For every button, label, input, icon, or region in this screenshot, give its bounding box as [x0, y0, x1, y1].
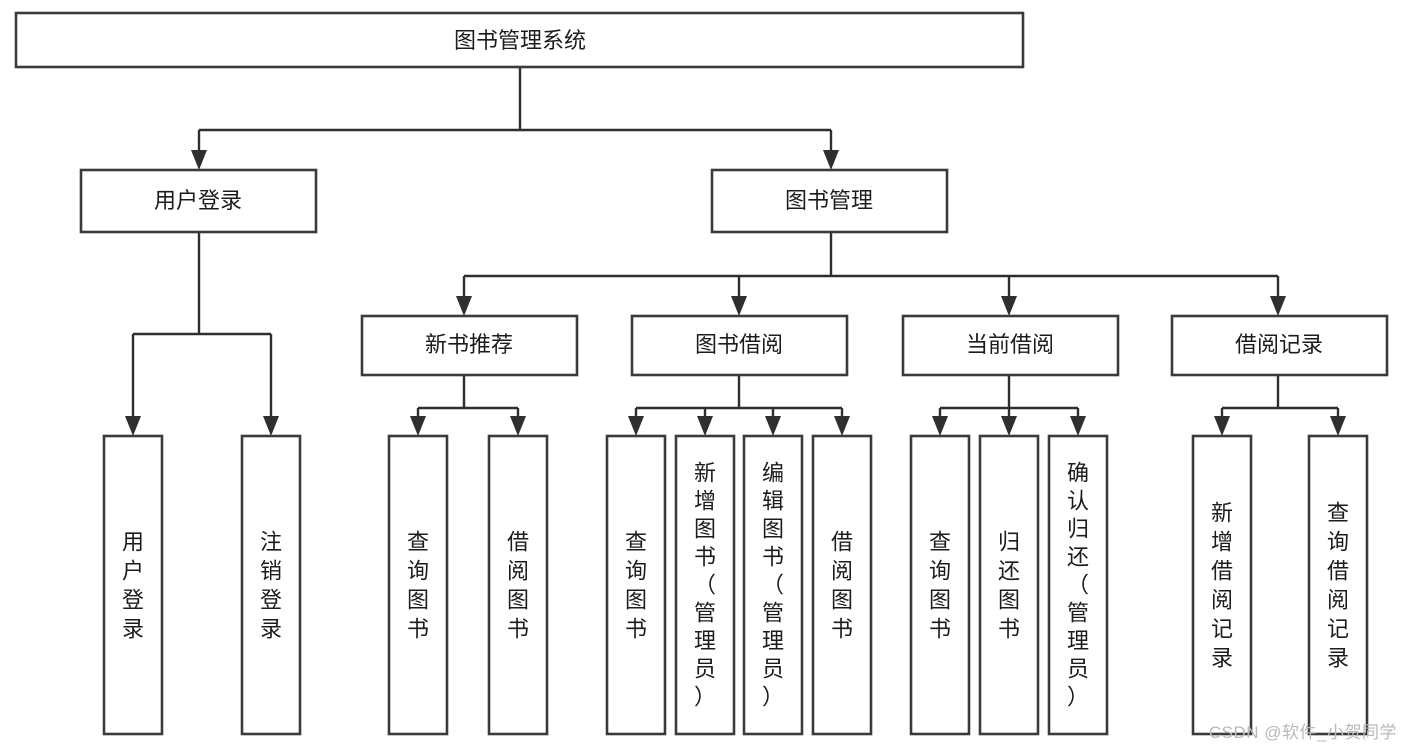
node-user-login[interactable]: 用户登录	[79, 168, 318, 234]
arrow-to-new-book	[456, 296, 472, 316]
leaf-new-book-query-label: 查询图书	[407, 529, 429, 641]
connector-group	[125, 67, 1346, 436]
leaf-user-login-logout-box[interactable]	[240, 434, 302, 736]
arrow-to-book-manage	[823, 150, 839, 170]
leaf-current-borrow-confirm-label: 确认归还（管理员）	[1067, 460, 1089, 709]
node-new-book-recommend-label: 新书推荐	[425, 332, 513, 357]
node-book-management-box[interactable]	[710, 168, 949, 234]
leaf-new-book-borrow[interactable]: 借阅图书	[487, 434, 549, 736]
node-user-login-box[interactable]	[79, 168, 318, 234]
node-root-box[interactable]	[14, 11, 1025, 69]
arrow-to-borrow-record	[1270, 296, 1286, 316]
csdn-watermark: CSDN @软件_小贺同学	[1208, 723, 1397, 742]
arrow-to-book-borrow	[731, 296, 747, 316]
leaf-user-login-login[interactable]: 用户登录	[102, 434, 164, 736]
node-current-borrow-box[interactable]	[901, 314, 1120, 377]
arrow-borrow-record-leaf-1	[1214, 416, 1230, 436]
leaf-current-borrow-confirm[interactable]: 确认归还（管理员）	[1047, 434, 1109, 736]
leaf-current-borrow-return-label: 归还图书	[998, 529, 1020, 641]
leaf-borrow-record-query-label: 查询借阅记录	[1327, 500, 1349, 670]
leaf-borrow-record-add-box[interactable]	[1191, 434, 1253, 736]
arrow-to-user-login	[191, 150, 207, 170]
leaf-book-borrow-borrow-box[interactable]	[811, 434, 873, 736]
leaf-book-borrow-add-box[interactable]	[674, 434, 736, 736]
node-current-borrow[interactable]: 当前借阅	[901, 314, 1120, 377]
arrow-borrow-record-leaf-2	[1330, 416, 1346, 436]
arrow-book-borrow-leaf-4	[834, 416, 850, 436]
leaf-book-borrow-edit[interactable]: 编辑图书（管理员）	[742, 434, 804, 736]
node-root-label: 图书管理系统	[454, 28, 586, 53]
node-book-borrow-label: 图书借阅	[695, 332, 783, 357]
leaf-user-login-login-label: 用户登录	[122, 529, 144, 641]
arrow-new-book-leaf-2	[510, 416, 526, 436]
node-book-borrow-box[interactable]	[630, 314, 849, 377]
node-book-borrow[interactable]: 图书借阅	[630, 314, 849, 377]
leaf-book-borrow-query-box[interactable]	[605, 434, 667, 736]
leaf-current-borrow-return-box[interactable]	[978, 434, 1040, 736]
arrow-to-current-borrow	[1001, 296, 1017, 316]
leaf-book-borrow-query[interactable]: 查询图书	[605, 434, 667, 736]
arrow-book-borrow-leaf-2	[697, 416, 713, 436]
node-user-login-label: 用户登录	[154, 188, 242, 213]
leaf-book-borrow-add[interactable]: 新增图书（管理员）	[674, 434, 736, 736]
arrow-user-login-leaf-1	[125, 416, 141, 436]
leaf-current-borrow-return[interactable]: 归还图书	[978, 434, 1040, 736]
leaf-book-borrow-borrow[interactable]: 借阅图书	[811, 434, 873, 736]
leaf-book-borrow-edit-label: 编辑图书（管理员）	[762, 460, 784, 709]
node-book-management-label: 图书管理	[785, 188, 873, 213]
node-current-borrow-label: 当前借阅	[966, 332, 1054, 357]
leaf-current-borrow-query-box[interactable]	[909, 434, 971, 736]
leaf-new-book-query[interactable]: 查询图书	[387, 434, 449, 736]
node-borrow-record-box[interactable]	[1170, 314, 1389, 377]
leaf-current-borrow-query[interactable]: 查询图书	[909, 434, 971, 736]
leaf-new-book-borrow-box[interactable]	[487, 434, 549, 736]
leaf-book-borrow-edit-box[interactable]	[742, 434, 804, 736]
leaf-borrow-record-query[interactable]: 查询借阅记录	[1307, 434, 1369, 736]
leaf-user-login-logout-label: 注销登录	[260, 529, 282, 641]
leaf-current-borrow-query-label: 查询图书	[929, 529, 951, 641]
leaf-new-book-query-box[interactable]	[387, 434, 449, 736]
leaf-new-book-borrow-label: 借阅图书	[507, 529, 529, 641]
arrow-current-borrow-leaf-3	[1070, 416, 1086, 436]
arrow-user-login-leaf-2	[263, 416, 279, 436]
leaf-borrow-record-query-box[interactable]	[1307, 434, 1369, 736]
leaf-book-borrow-query-label: 查询图书	[625, 529, 647, 641]
leaf-borrow-record-add[interactable]: 新增借阅记录	[1191, 434, 1253, 736]
leaf-user-login-logout[interactable]: 注销登录	[240, 434, 302, 736]
arrow-book-borrow-leaf-1	[628, 416, 644, 436]
leaf-book-borrow-add-label: 新增图书（管理员）	[694, 460, 716, 709]
node-root-system[interactable]: 图书管理系统	[14, 11, 1025, 69]
node-borrow-record-label: 借阅记录	[1235, 332, 1323, 357]
arrow-book-borrow-leaf-3	[765, 416, 781, 436]
node-borrow-record[interactable]: 借阅记录	[1170, 314, 1389, 377]
node-new-book-recommend-box[interactable]	[360, 314, 579, 377]
arrow-current-borrow-leaf-2	[1001, 416, 1017, 436]
leaf-current-borrow-confirm-box[interactable]	[1047, 434, 1109, 736]
node-book-management[interactable]: 图书管理	[710, 168, 949, 234]
arrow-current-borrow-leaf-1	[932, 416, 948, 436]
leaf-borrow-record-add-label: 新增借阅记录	[1211, 500, 1233, 670]
leaf-book-borrow-borrow-label: 借阅图书	[831, 529, 853, 641]
arrow-new-book-leaf-1	[410, 416, 426, 436]
leaf-user-login-login-box[interactable]	[102, 434, 164, 736]
node-new-book-recommend[interactable]: 新书推荐	[360, 314, 579, 377]
